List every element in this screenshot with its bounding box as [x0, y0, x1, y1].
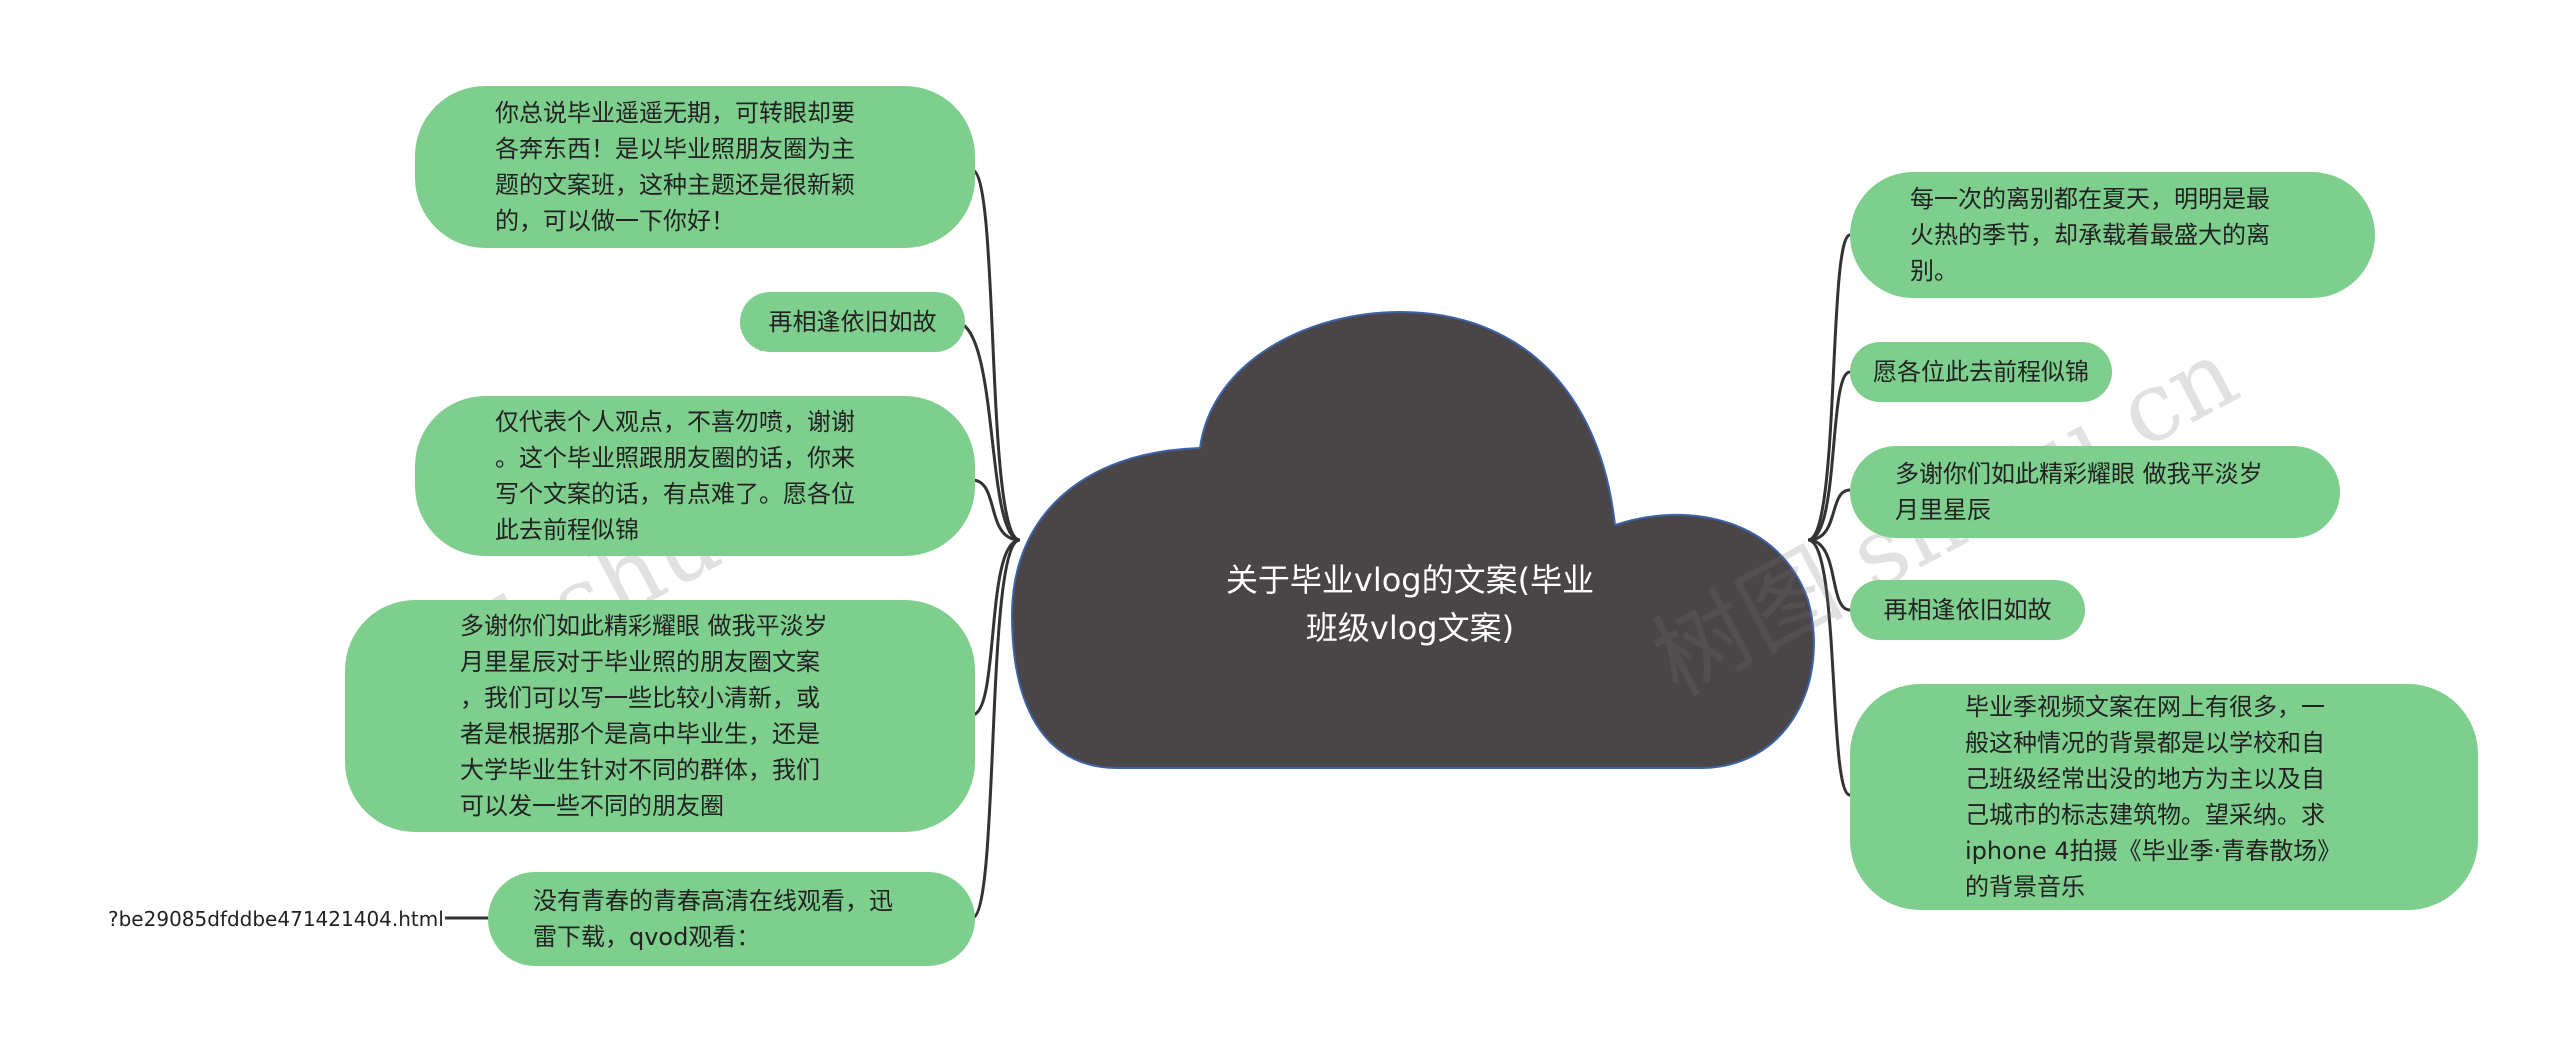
- connector-right-1: [1807, 233, 1852, 542]
- connector-right-4: [1807, 538, 1851, 612]
- right-node-2[interactable]: 愿各位此去前程似锦: [1850, 342, 2112, 402]
- left-node-3[interactable]: 仅代表个人观点，不喜勿喷，谢谢 。这个毕业照跟朋友圈的话，你来 写个文案的话，有…: [415, 396, 975, 556]
- right-node-2-text: 愿各位此去前程似锦: [1873, 358, 2089, 386]
- connector-right-2: [1807, 370, 1851, 542]
- left-node-2[interactable]: 再相逢依旧如故: [740, 292, 965, 352]
- left-node-5[interactable]: 没有青春的青春高清在线观看，迅 雷下载，qvod观看：: [488, 872, 975, 966]
- left-node-1-text: 你总说毕业遥遥无期，可转眼却要 各奔东西！是以毕业照朋友圈为主 题的文案班，这种…: [495, 99, 855, 235]
- left-node-4[interactable]: 多谢你们如此精彩耀眼 做我平淡岁 月里星辰对于毕业照的朋友圈文案 ，我们可以写一…: [345, 600, 975, 832]
- left-node-3-text: 仅代表个人观点，不喜勿喷，谢谢 。这个毕业照跟朋友圈的话，你来 写个文案的话，有…: [495, 408, 855, 544]
- right-node-3-text: 多谢你们如此精彩耀眼 做我平淡岁 月里星辰: [1895, 460, 2263, 524]
- right-node-1[interactable]: 每一次的离别都在夏天，明明是最 火热的季节，却承载着最盛大的离 别。: [1850, 172, 2375, 298]
- left-connectors: [445, 168, 1021, 920]
- left-node-5-text: 没有青春的青春高清在线观看，迅 雷下载，qvod观看：: [533, 887, 893, 951]
- right-node-5-text: 毕业季视频文案在网上有很多，一 般这种情况的背景都是以学校和自 己班级经常出没的…: [1965, 693, 2342, 901]
- connector-right-3: [1807, 488, 1851, 542]
- center-cloud[interactable]: [1010, 310, 1815, 769]
- connector-left-2: [954, 320, 1021, 542]
- center-topic-label: 关于毕业vlog的文案(毕业 班级vlog文案): [1225, 561, 1595, 647]
- right-node-4[interactable]: 再相逢依旧如故: [1850, 580, 2085, 640]
- right-node-4-text: 再相逢依旧如故: [1883, 596, 2052, 624]
- right-connectors: [1807, 233, 1852, 797]
- link-label[interactable]: ?be29085dfddbe471421404.html: [108, 907, 444, 931]
- right-node-5[interactable]: 毕业季视频文案在网上有很多，一 般这种情况的背景都是以学校和自 己班级经常出没的…: [1850, 684, 2478, 910]
- right-node-3[interactable]: 多谢你们如此精彩耀眼 做我平淡岁 月里星辰: [1850, 446, 2340, 538]
- connector-left-4: [971, 538, 1021, 717]
- connector-left-3: [971, 478, 1021, 542]
- right-node-1-text: 每一次的离别都在夏天，明明是最 火热的季节，却承载着最盛大的离 别。: [1910, 185, 2270, 285]
- left-node-4-text: 多谢你们如此精彩耀眼 做我平淡岁 月里星辰对于毕业照的朋友圈文案 ，我们可以写一…: [460, 612, 828, 820]
- connector-left-5: [971, 538, 1021, 920]
- left-node-2-text: 再相逢依旧如故: [768, 308, 937, 336]
- connector-right-5: [1807, 538, 1851, 797]
- left-node-1[interactable]: 你总说毕业遥遥无期，可转眼却要 各奔东西！是以毕业照朋友圈为主 题的文案班，这种…: [415, 86, 975, 248]
- connector-left-1: [971, 168, 1021, 542]
